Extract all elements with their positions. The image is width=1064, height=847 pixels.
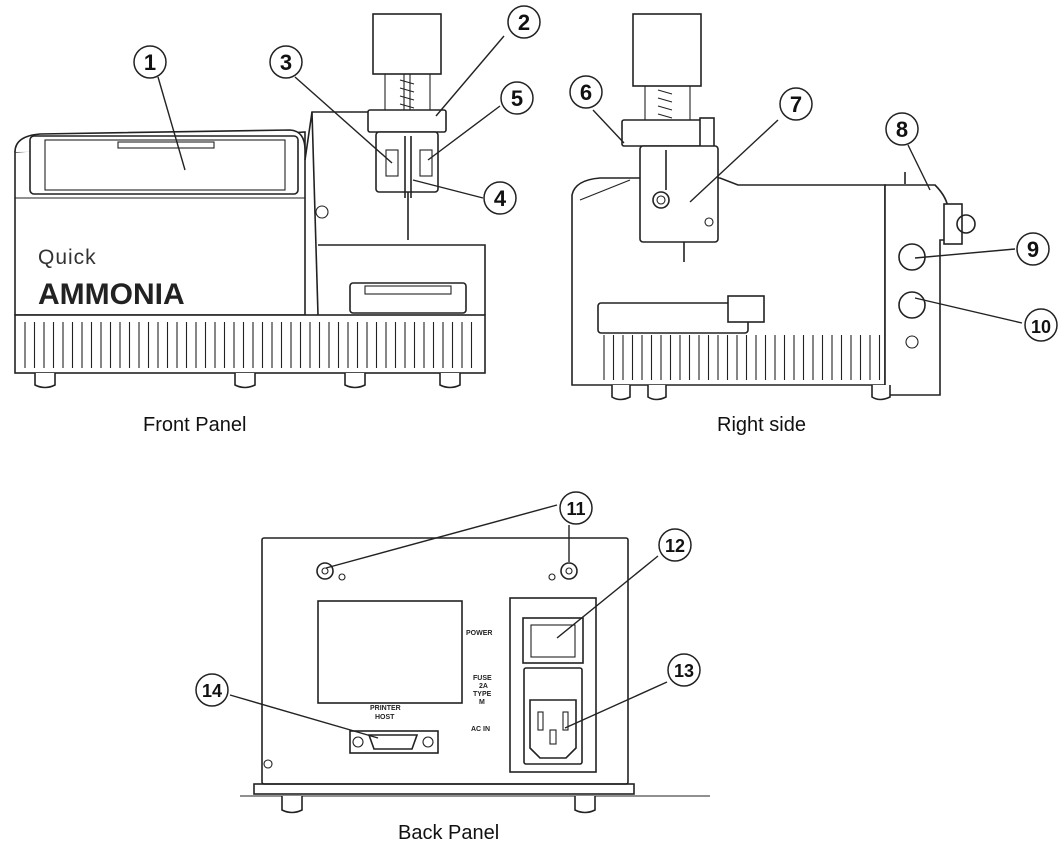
callout-4-label: 4	[494, 186, 507, 211]
port-label-2: HOST	[375, 714, 395, 721]
front-panel-view: Quick AMMONIA Front Panel	[14, 13, 486, 436]
caption-right-side: Right side	[717, 414, 806, 436]
brand-line-2: AMMONIA	[38, 278, 185, 311]
leader-1	[157, 76, 186, 171]
callout-6: 6	[569, 75, 603, 109]
leader-8	[907, 144, 931, 191]
leader-12	[556, 555, 659, 639]
port-label-1: PRINTER	[370, 705, 401, 712]
callout-3: 3	[269, 45, 303, 79]
leader-9	[914, 248, 1016, 259]
fuse-label-3: TYPE	[473, 691, 492, 698]
fuse-label-1: FUSE	[473, 675, 492, 682]
callout-12-label: 12	[665, 536, 685, 556]
callout-8-label: 8	[896, 117, 908, 142]
leader-4	[412, 179, 484, 199]
callout-6-label: 6	[580, 80, 592, 105]
callout-14-label: 14	[202, 681, 222, 701]
caption-front-panel: Front Panel	[143, 414, 246, 436]
fuse-label-4: M	[479, 699, 485, 706]
leader-7	[689, 119, 779, 203]
callout-7: 7	[779, 87, 813, 121]
callout-13: 13	[667, 653, 701, 687]
callout-9: 9	[1016, 232, 1050, 266]
callout-2-label: 2	[518, 10, 530, 35]
callout-7-label: 7	[790, 92, 802, 117]
callout-12: 12	[658, 528, 692, 562]
callouts: 1 2 3 4 5 6 7 8 9 10 11 12 13 14	[133, 5, 1058, 707]
caption-back-panel: Back Panel	[398, 822, 499, 844]
leader-14	[229, 694, 379, 739]
callout-10: 10	[1024, 308, 1058, 342]
callout-5-label: 5	[511, 86, 523, 111]
callout-14: 14	[195, 673, 229, 707]
leader-6	[592, 109, 625, 144]
fuse-label-2: 2A	[479, 683, 488, 690]
callout-13-label: 13	[674, 661, 694, 681]
right-side-view: Right side	[571, 13, 976, 436]
callout-2: 2	[507, 5, 541, 39]
power-label: POWER	[466, 630, 492, 637]
callout-3-label: 3	[280, 50, 292, 75]
callout-1-label: 1	[144, 50, 156, 75]
callout-5: 5	[500, 81, 534, 115]
leader-lines	[157, 35, 1023, 739]
callout-9-label: 9	[1027, 237, 1039, 262]
leader-3	[294, 76, 393, 164]
callout-11: 11	[559, 491, 593, 525]
callout-11-label: 11	[566, 499, 585, 519]
callout-10-label: 10	[1031, 317, 1051, 337]
callout-8: 8	[885, 112, 919, 146]
leader-5	[427, 105, 501, 161]
leader-11a	[325, 504, 558, 569]
leader-10	[914, 297, 1023, 324]
callout-4: 4	[483, 181, 517, 215]
leader-2	[435, 35, 505, 117]
callout-1: 1	[133, 45, 167, 79]
ac-in-label: AC IN	[471, 726, 490, 733]
leader-13	[564, 681, 668, 729]
back-panel-view: PRINTER HOST POWER FUSE 2A TYPE M AC IN …	[240, 537, 710, 844]
brand-line-1: Quick	[38, 246, 97, 269]
